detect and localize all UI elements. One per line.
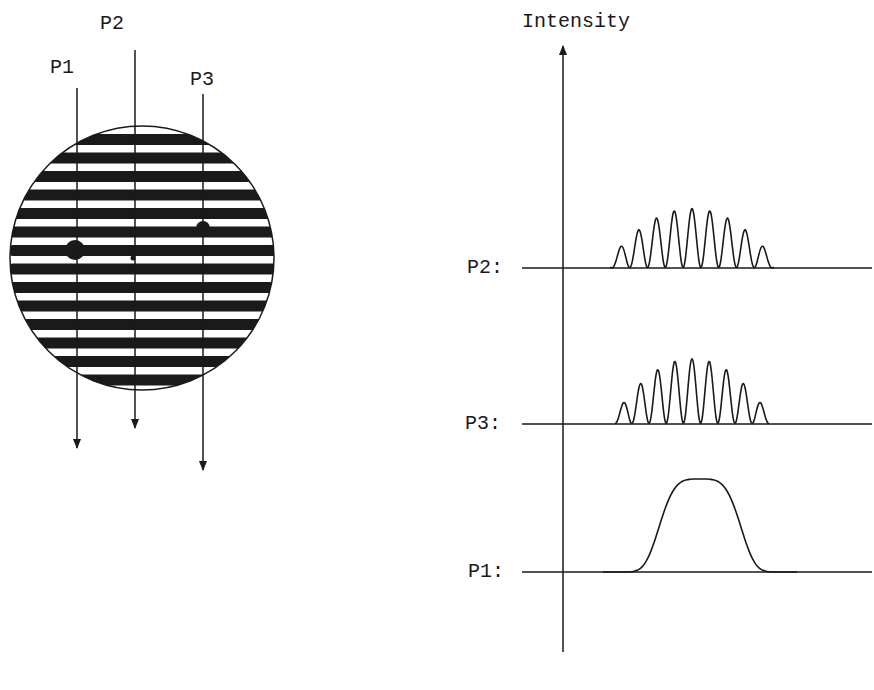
fringe-stripe bbox=[8, 264, 278, 275]
fringe-stripe bbox=[8, 375, 278, 386]
defect-dot bbox=[65, 240, 85, 260]
baseline bbox=[522, 267, 872, 269]
fringe-stripe bbox=[8, 356, 278, 367]
scan-arrow bbox=[134, 50, 136, 428]
fringe-stripe bbox=[8, 153, 278, 164]
fringe-stripe bbox=[8, 338, 278, 349]
fringe-stripe bbox=[8, 190, 278, 201]
fringe-stripe bbox=[8, 134, 278, 145]
intensity-curves bbox=[603, 209, 797, 572]
fringe-profile bbox=[615, 359, 769, 424]
intensity-axis bbox=[562, 46, 564, 652]
sample-disc bbox=[10, 126, 274, 390]
probe-label: P2 bbox=[100, 14, 124, 34]
scan-arrow bbox=[202, 94, 204, 470]
probe-label: P3 bbox=[190, 70, 214, 90]
trace-label: P1: bbox=[468, 562, 504, 582]
axis-label: Intensity bbox=[522, 12, 630, 32]
probe-label: P1 bbox=[50, 58, 74, 78]
fringe-stripe bbox=[8, 227, 278, 238]
baseline bbox=[522, 423, 872, 425]
trace-label: P3: bbox=[465, 414, 501, 434]
trace-label: P2: bbox=[467, 258, 503, 278]
smooth-profile bbox=[603, 479, 797, 572]
fringe-stripe bbox=[8, 319, 278, 330]
fringe-stripe bbox=[8, 282, 278, 293]
fringe-stripe bbox=[8, 171, 278, 182]
scan-arrow bbox=[76, 88, 78, 448]
fringe-stripe bbox=[8, 208, 278, 219]
fringe-profile bbox=[610, 209, 774, 268]
fringe-stripe bbox=[8, 245, 278, 256]
fringe-stripe bbox=[8, 301, 278, 312]
baseline bbox=[522, 571, 872, 573]
fringe-stripes bbox=[8, 134, 278, 386]
